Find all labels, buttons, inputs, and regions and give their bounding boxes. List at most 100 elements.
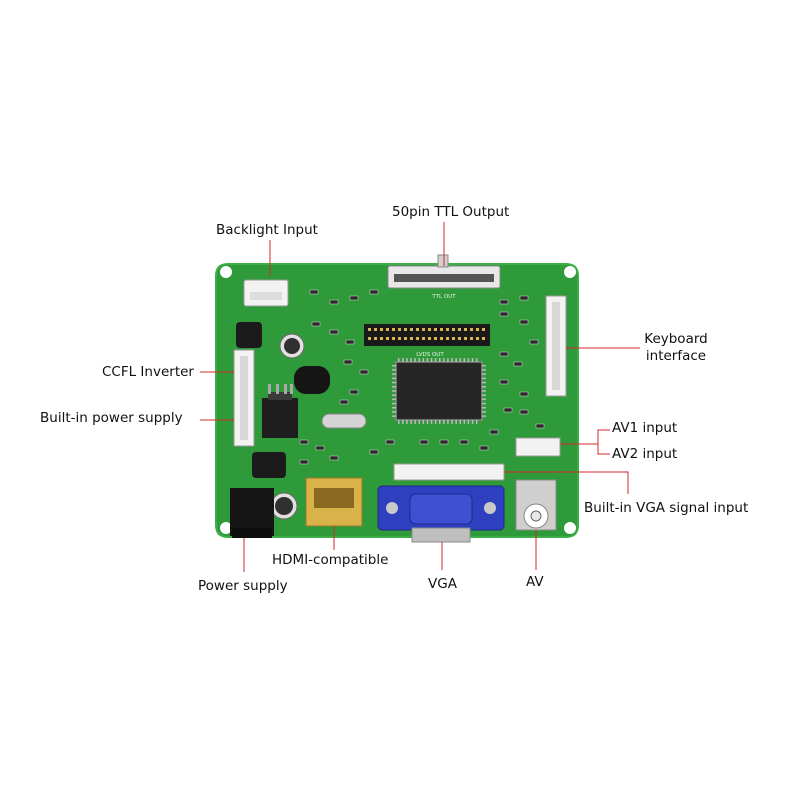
smd-part bbox=[499, 299, 509, 305]
vga-dsub bbox=[409, 493, 473, 525]
header-pin bbox=[422, 337, 425, 340]
crystal bbox=[321, 413, 367, 429]
smd-part bbox=[369, 449, 379, 455]
leader-av2 bbox=[597, 444, 610, 455]
smd-part bbox=[349, 389, 359, 395]
chip-lead bbox=[475, 420, 478, 424]
label-ttl-output: 50pin TTL Output bbox=[392, 204, 510, 220]
header-pin bbox=[452, 337, 455, 340]
ccfl-connector-slot bbox=[240, 356, 248, 440]
smd-part bbox=[489, 429, 499, 435]
header-pin bbox=[440, 328, 443, 331]
leader-lines bbox=[200, 222, 640, 572]
chip-lead bbox=[392, 386, 396, 388]
toroid bbox=[294, 366, 330, 394]
header-pin bbox=[458, 328, 461, 331]
chip-lead bbox=[482, 411, 486, 413]
smd-part bbox=[479, 445, 489, 451]
chip-lead bbox=[392, 407, 396, 409]
smd-part bbox=[299, 439, 309, 445]
chip-lead bbox=[459, 358, 461, 362]
chip-lead bbox=[406, 420, 408, 424]
smd-part bbox=[459, 439, 469, 445]
chip-lead bbox=[430, 358, 433, 362]
smd-part bbox=[513, 361, 523, 367]
header-pin bbox=[482, 337, 485, 340]
voltage-regulator bbox=[262, 398, 298, 438]
header-pin bbox=[464, 328, 467, 331]
chip-lead bbox=[447, 420, 449, 424]
chip-lead bbox=[482, 373, 486, 375]
chip-lead bbox=[455, 358, 457, 362]
regulator-legs bbox=[268, 384, 293, 394]
chip-lead bbox=[410, 358, 412, 362]
pin-header bbox=[364, 324, 490, 346]
main-chip bbox=[395, 361, 483, 421]
mount-hole bbox=[564, 522, 576, 534]
label-ccfl-inverter: CCFL Inverter bbox=[102, 364, 194, 380]
smd-part bbox=[499, 351, 509, 357]
chip-lead bbox=[443, 420, 445, 424]
chip-lead bbox=[463, 420, 466, 424]
header-pin bbox=[416, 337, 419, 340]
smd-part bbox=[359, 369, 369, 375]
header-pin bbox=[422, 328, 425, 331]
lvds-silkscreen: LVDS OUT bbox=[416, 352, 444, 358]
header-pin bbox=[434, 328, 437, 331]
header-pin bbox=[368, 328, 371, 331]
chip-lead bbox=[482, 369, 486, 371]
keyboard-connector-slot bbox=[552, 302, 560, 390]
label-builtin-power-supply: Built-in power supply bbox=[40, 410, 183, 426]
chip-lead bbox=[414, 358, 416, 362]
chip-lead bbox=[439, 420, 441, 424]
chip-lead bbox=[392, 398, 396, 401]
pcb-board-image: TTL OUT LVDS OUT bbox=[215, 254, 579, 543]
chip-lead bbox=[418, 358, 420, 362]
smd-part bbox=[339, 399, 349, 405]
chip-lead bbox=[392, 390, 396, 392]
smd-part bbox=[309, 289, 319, 295]
header-pin bbox=[470, 328, 473, 331]
header-pin bbox=[410, 337, 413, 340]
capacitor-top bbox=[275, 497, 293, 515]
regulator-tab bbox=[268, 392, 292, 400]
label-av1-input: AV1 input bbox=[612, 420, 678, 436]
header-pin bbox=[428, 328, 431, 331]
ttl-latch bbox=[437, 254, 449, 268]
ttl-silkscreen: TTL OUT bbox=[431, 294, 456, 300]
smd-part bbox=[299, 459, 309, 465]
header-pin bbox=[398, 337, 401, 340]
chip-lead bbox=[471, 420, 474, 424]
chip-lead bbox=[422, 420, 425, 424]
chip-lead bbox=[392, 373, 396, 375]
chip-lead bbox=[459, 420, 461, 424]
chip-lead bbox=[482, 407, 486, 409]
chip-lead bbox=[392, 369, 396, 371]
chip-lead bbox=[414, 420, 416, 424]
smd-part bbox=[499, 311, 509, 317]
smd-part bbox=[439, 439, 449, 445]
header-pin bbox=[446, 328, 449, 331]
label-vga: VGA bbox=[428, 576, 457, 592]
black-inductor bbox=[252, 452, 286, 478]
chip-lead bbox=[463, 358, 466, 362]
av-rca-center bbox=[530, 510, 542, 522]
label-av2-input: AV2 input bbox=[612, 446, 678, 462]
header-pin bbox=[380, 337, 383, 340]
chip-lead bbox=[482, 402, 486, 405]
header-pin bbox=[404, 337, 407, 340]
mount-hole bbox=[564, 266, 576, 278]
smd-part bbox=[385, 439, 395, 445]
backlight-connector-pins bbox=[250, 292, 282, 300]
header-pin bbox=[476, 337, 479, 340]
header-pin bbox=[380, 328, 383, 331]
label-backlight-input: Backlight Input bbox=[216, 222, 318, 238]
chip-lead bbox=[451, 420, 453, 424]
chip-lead bbox=[392, 377, 396, 380]
main-chip-leads bbox=[392, 358, 486, 424]
header-pin bbox=[440, 337, 443, 340]
smd-part bbox=[503, 407, 513, 413]
av-input-connector bbox=[515, 437, 561, 457]
header-pin bbox=[374, 328, 377, 331]
chip-lead bbox=[443, 358, 445, 362]
